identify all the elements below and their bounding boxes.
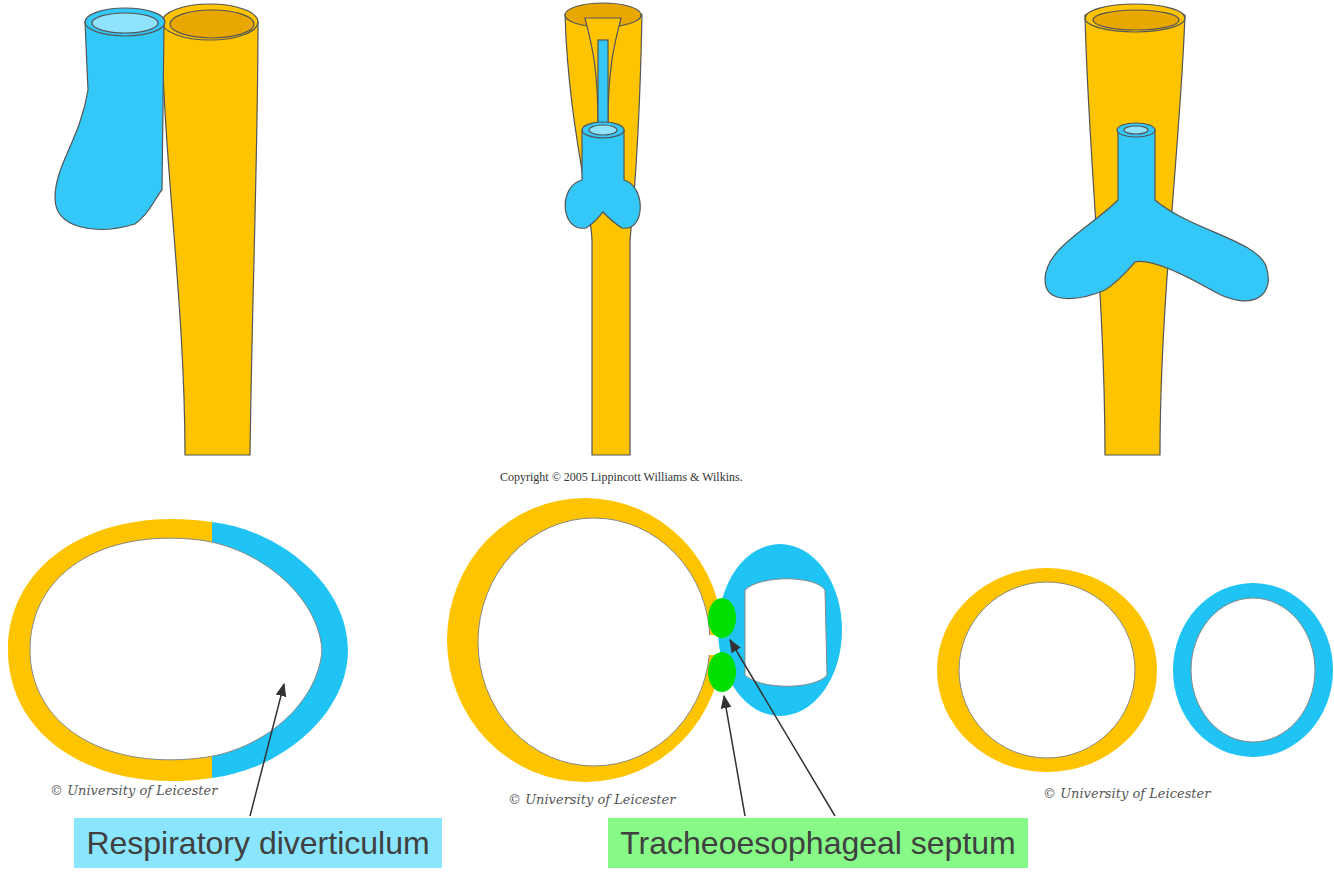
cross-section-two <box>447 498 842 782</box>
label-box: Tracheoesophageal septum <box>608 818 1028 868</box>
copyright-watermark: © University of Leicester <box>508 792 675 807</box>
label-text: Tracheoesophageal septum <box>620 824 1016 862</box>
label-text: Respiratory diverticulum <box>86 824 429 862</box>
copyright-watermark: © University of Leicester <box>1043 786 1210 801</box>
copyright-note: Copyright © 2005 Lippincott Williams & W… <box>500 470 743 485</box>
cross-section-three <box>937 568 1333 772</box>
cross-section-one <box>8 519 348 781</box>
stage-three-tubes <box>1045 4 1268 455</box>
leader-lines <box>250 640 835 816</box>
stage-one-tubes <box>55 4 258 455</box>
label-box: Respiratory diverticulum <box>74 818 442 868</box>
copyright-watermark: © University of Leicester <box>50 783 217 798</box>
stage-two-tubes <box>565 3 642 455</box>
